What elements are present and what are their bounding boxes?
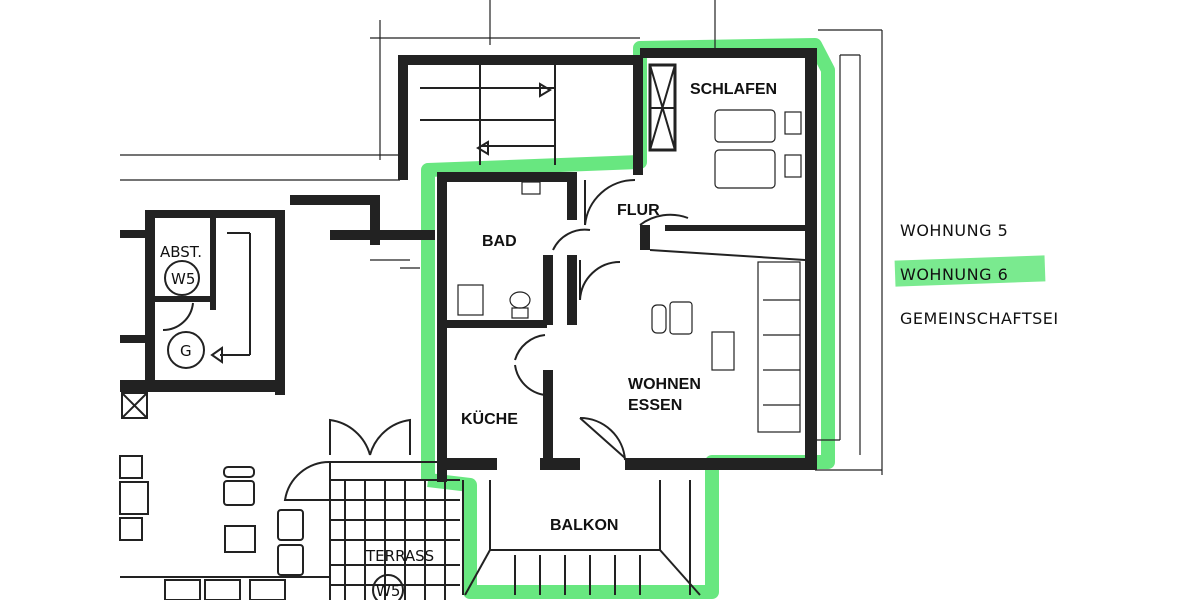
terrace [119, 418, 460, 600]
apartment-6-highlight [421, 38, 835, 599]
room-label-balkon: BALKON [550, 517, 618, 534]
label-w5-terrace: W5 [376, 582, 400, 600]
balcony [462, 480, 701, 596]
legend-item-wohnung-5: WOHNUNG 5 [900, 221, 1008, 240]
room-label-bad: BAD [482, 233, 517, 250]
label-w5-storage: W5 [171, 270, 195, 288]
legend: WOHNUNG 5 WOHNUNG 6 GEMEINSCHAFTSEI [900, 221, 1059, 328]
room-label-terrasse: TERRASS [365, 547, 434, 565]
legend-item-gemeinschaftsei: GEMEINSCHAFTSEI [900, 309, 1059, 328]
legend-highlight-swatch [894, 255, 1046, 287]
room-label-essen: ESSEN [628, 397, 682, 414]
furniture [457, 109, 802, 433]
exterior-lines [370, 0, 883, 475]
room-label-kueche: KÜCHE [461, 409, 518, 428]
left-building [120, 154, 435, 419]
room-label-schlafen: SCHLAFEN [690, 81, 777, 98]
room-label-wohnen: WOHNEN [628, 376, 701, 393]
apartment-walls [437, 48, 817, 482]
room-label-flur: FLUR [617, 202, 660, 219]
label-abst: ABST. [160, 243, 202, 261]
label-g: G [180, 342, 192, 360]
staircase [398, 55, 643, 180]
legend-item-wohnung-6: WOHNUNG 6 [900, 265, 1008, 284]
doors [514, 178, 689, 461]
